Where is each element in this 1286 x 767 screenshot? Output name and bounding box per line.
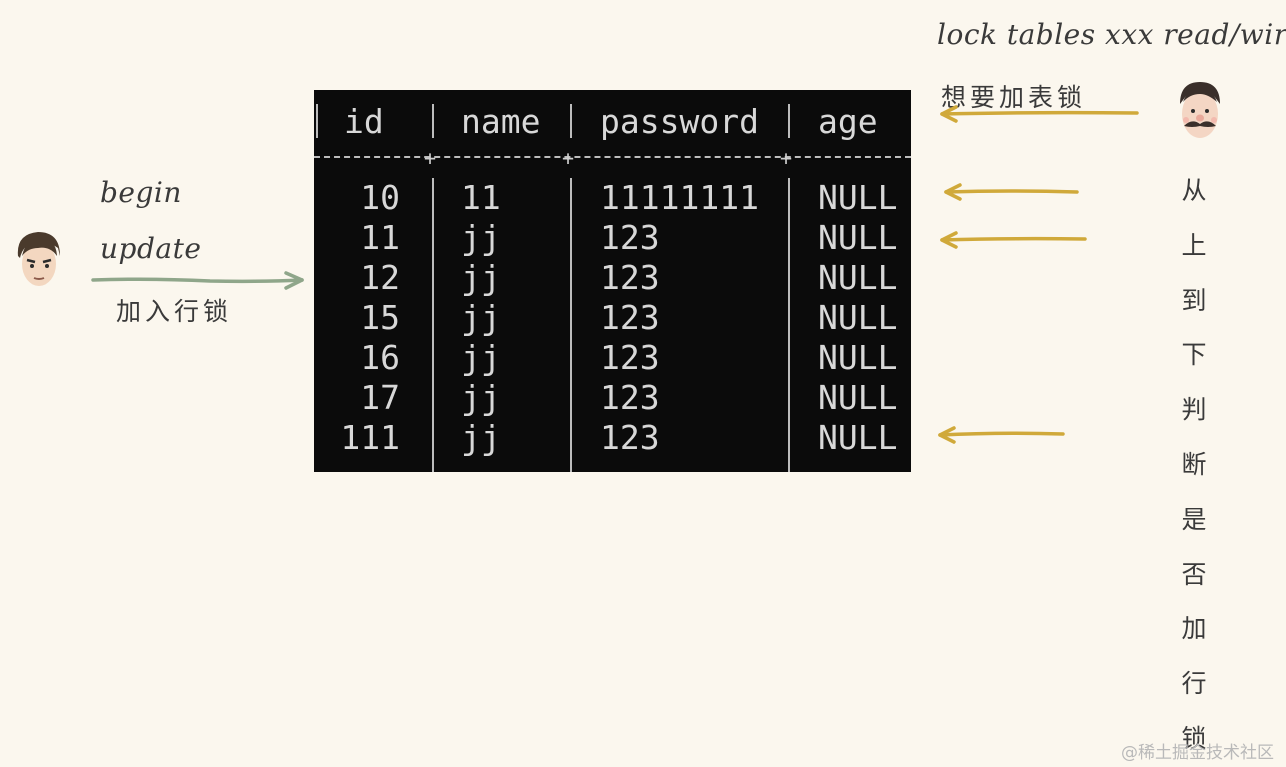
table-header-age: age	[818, 102, 878, 141]
table-cell-name: jj	[461, 418, 501, 457]
table-cell-age: NULL	[818, 418, 898, 457]
watermark: @稀土掘金技术社区	[1121, 743, 1274, 763]
young-man-avatar-icon	[17, 232, 60, 286]
vertical-note-char: 判	[1181, 395, 1207, 425]
table-cell-id: 10	[360, 178, 400, 217]
column-separator	[570, 104, 572, 138]
table-cell-age: NULL	[818, 378, 898, 417]
table-cell-password: 123	[600, 258, 660, 297]
vertical-note-char: 从	[1181, 176, 1207, 205]
note-begin: begin	[100, 176, 182, 209]
note-update: update	[100, 232, 202, 265]
table-cell-age: NULL	[818, 298, 898, 337]
table-cell-id: 17	[360, 378, 400, 417]
table-cell-id: 12	[360, 258, 400, 297]
table-cell-age: NULL	[818, 178, 898, 217]
header-divider-plus: +	[780, 146, 793, 170]
table-cell-password: 123	[600, 218, 660, 257]
column-separator	[788, 178, 790, 472]
table-cell-password: 123	[600, 418, 660, 457]
table-cell-password: 123	[600, 298, 660, 337]
table-cell-age: NULL	[818, 218, 898, 257]
column-separator	[432, 178, 434, 472]
note-want-table-lock: 想要加表锁	[941, 83, 1087, 112]
vertical-note-char: 到	[1181, 285, 1207, 315]
vertical-note-char: 加	[1181, 614, 1207, 644]
table-cell-id: 111	[340, 418, 400, 457]
column-separator	[570, 178, 572, 472]
table-cell-name: jj	[461, 218, 501, 257]
column-separator	[316, 104, 318, 138]
table-cell-name: jj	[461, 338, 501, 377]
header-divider	[314, 156, 911, 158]
mustache-man-avatar-icon	[1180, 82, 1220, 138]
table-cell-name: jj	[461, 298, 501, 337]
table-header-name: name	[461, 102, 541, 141]
table-cell-age: NULL	[818, 258, 898, 297]
table-cell-password: 11111111	[600, 178, 759, 217]
table-cell-name: jj	[461, 258, 501, 297]
vertical-note-char: 断	[1181, 449, 1207, 479]
table-cell-id: 16	[360, 338, 400, 377]
vertical-note-char: 行	[1181, 669, 1207, 699]
table-cell-age: NULL	[818, 338, 898, 377]
table-header-id: id	[344, 102, 384, 141]
table-cell-name: 11	[461, 178, 501, 217]
vertical-note-check-row-locks: 从上到下判断是否加行锁	[1178, 164, 1210, 767]
note-lock-tables-command: lock tables xxx read/wirte	[937, 18, 1286, 51]
note-add-row-lock: 加入行锁	[116, 297, 233, 326]
header-divider-plus: +	[562, 146, 575, 170]
table-cell-name: jj	[461, 378, 501, 417]
table-cell-id: 11	[360, 218, 400, 257]
header-divider-plus: +	[424, 146, 437, 170]
column-separator	[432, 104, 434, 138]
vertical-note-char: 下	[1181, 340, 1207, 370]
table-cell-password: 123	[600, 338, 660, 377]
table-cell-id: 15	[360, 298, 400, 337]
table-cell-password: 123	[600, 378, 660, 417]
vertical-note-char: 否	[1181, 559, 1207, 589]
column-separator	[788, 104, 790, 138]
table-header-password: password	[600, 102, 759, 141]
vertical-note-char: 上	[1181, 230, 1207, 260]
green-arrow-right-icon	[91, 271, 304, 290]
vertical-note-char: 是	[1181, 504, 1207, 534]
yellow-arrows-left-icon	[938, 105, 1139, 444]
vertical-note-char: 锁	[1181, 723, 1207, 753]
